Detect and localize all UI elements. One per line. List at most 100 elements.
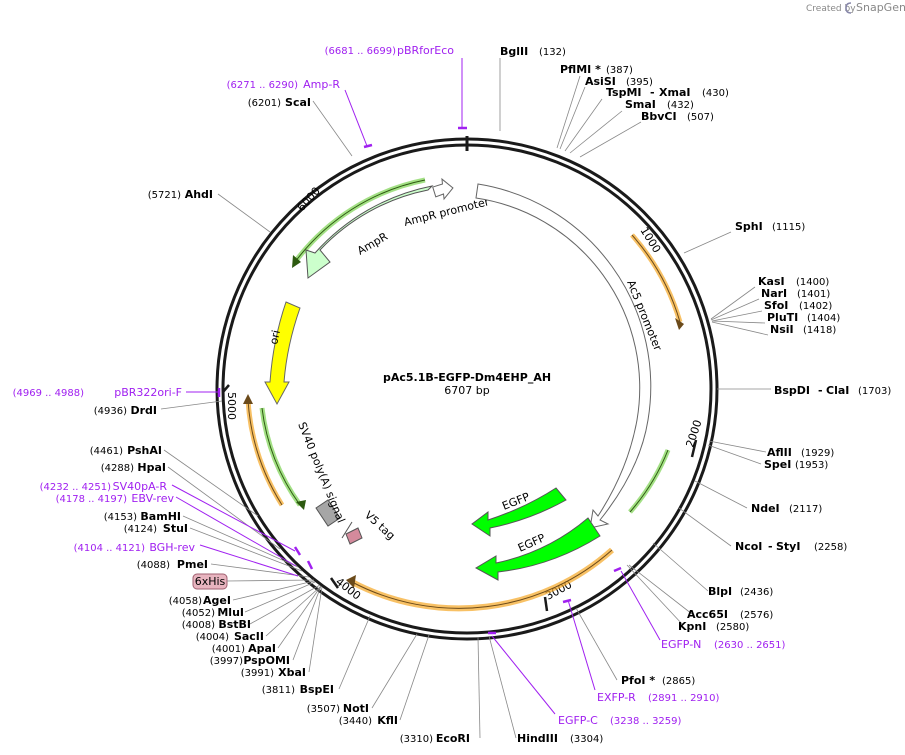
site-asisi[interactable]: AsiSI [585, 75, 616, 88]
site-ndei[interactable]: NdeI [751, 502, 780, 515]
snapgene-logo-icon [845, 2, 852, 14]
site-kasi-pos: (1400) [796, 277, 829, 288]
his-tag-badge[interactable]: 6xHis [192, 573, 228, 590]
site-asisi-pos: (395) [626, 77, 653, 88]
site-xmai[interactable]: XmaI [659, 86, 690, 99]
site-hindiii-pos: (3304) [570, 734, 603, 745]
site-sphi-pos: (1115) [772, 222, 805, 233]
tick-4000 [329, 577, 340, 589]
site-spei[interactable]: SpeI [764, 458, 791, 471]
feature-egfp-2[interactable] [474, 517, 601, 581]
site-pshai-pos: (4461) [90, 446, 123, 457]
site-bbvci[interactable]: BbvCI [641, 110, 677, 123]
site-agei[interactable]: AgeI [203, 594, 231, 607]
primer-egfpc-pos: (3238 .. 3259) [610, 716, 682, 727]
site-pmei[interactable]: PmeI [177, 558, 208, 571]
site-blpi[interactable]: BlpI [708, 585, 732, 598]
site-kfli[interactable]: KflI [377, 714, 398, 727]
feature-ori[interactable] [264, 301, 301, 406]
feature-v5-tag[interactable] [341, 521, 363, 545]
site-bamhi[interactable]: BamHI [140, 510, 181, 523]
site-xmai-dash: - [650, 86, 655, 99]
primer-bgh[interactable]: BGH-rev [149, 541, 195, 554]
orf-arc-left-green-arrow [296, 500, 306, 510]
primer-ampr[interactable]: Amp-R [303, 78, 340, 91]
site-scai[interactable]: ScaI [285, 96, 311, 109]
orf-arc-bottom [350, 547, 614, 612]
site-ahdi[interactable]: AhdI [185, 188, 213, 201]
site-hpai[interactable]: HpaI [137, 461, 166, 474]
site-agei-pos: (4058) [169, 596, 202, 607]
site-noti[interactable]: NotI [343, 702, 369, 715]
primer-egfpn[interactable]: EGFP-N [661, 638, 701, 651]
credit-text: Created by [806, 4, 856, 14]
site-tspmi-pos: (430) [702, 88, 729, 99]
site-sphi[interactable]: SphI [735, 220, 763, 233]
site-acc65i-pos: (2576) [740, 610, 773, 621]
orf-arcs [243, 177, 684, 612]
site-bstbi[interactable]: BstBI [218, 618, 251, 631]
site-clai-dash: - [818, 384, 823, 397]
primer-ebv[interactable]: EBV-rev [131, 492, 174, 505]
primer-pbr322[interactable]: pBR322ori-F [114, 386, 182, 399]
site-aflii[interactable]: AflII [767, 446, 792, 459]
site-styi[interactable]: StyI [776, 540, 800, 553]
site-bglii[interactable]: BglII [500, 45, 528, 58]
feature-sv40-polya[interactable] [315, 499, 341, 527]
site-kasi[interactable]: KasI [758, 275, 785, 288]
site-ncoi[interactable]: NcoI [735, 540, 762, 553]
site-xbai[interactable]: XbaI [278, 666, 306, 679]
site-smai[interactable]: SmaI [625, 98, 656, 111]
site-scai-pos: (6201) [248, 98, 281, 109]
primer-pbrforeco[interactable]: pBRforEco [397, 44, 454, 57]
site-apai[interactable]: ApaI [248, 642, 276, 655]
site-ncoi-pos: (2258) [814, 542, 847, 553]
feature-ampr[interactable] [305, 185, 434, 279]
site-pflmi[interactable]: PflMI * [560, 63, 601, 76]
site-clai[interactable]: ClaI [826, 384, 849, 397]
site-bspdi[interactable]: BspDI [774, 384, 810, 397]
primer-sv40pa[interactable]: SV40pA-R [113, 480, 168, 493]
site-pshai[interactable]: PshAI [127, 444, 162, 457]
feature-ac5-promoter[interactable] [475, 183, 652, 529]
primer-pbrforeco-pos: (6681 .. 6699) [325, 46, 397, 57]
primer-exfpr[interactable]: EXFP-R [597, 691, 636, 704]
tick-5000 [222, 384, 230, 393]
site-stui[interactable]: StuI [163, 522, 188, 535]
site-drdi[interactable]: DrdI [130, 404, 157, 417]
site-bglii-pos: (132) [539, 47, 566, 58]
site-sfoi[interactable]: SfoI [764, 299, 788, 312]
site-tspmi[interactable]: TspMI [606, 86, 642, 99]
site-nari[interactable]: NarI [761, 287, 787, 300]
site-pspomi[interactable]: PspOMI [243, 654, 290, 667]
feature-label-ampr: AmpR [355, 230, 390, 258]
site-sacii[interactable]: SacII [234, 630, 264, 643]
tick-2000 [690, 439, 698, 458]
site-spei-pos: (1953) [795, 460, 828, 471]
orf-arc-ampr-line [294, 179, 426, 263]
site-ecori[interactable]: EcoRI [436, 732, 470, 745]
site-hindiii[interactable]: HindIII [517, 732, 558, 745]
orf-arc-left-orange-line [247, 399, 283, 506]
site-kpni[interactable]: KpnI [678, 620, 706, 633]
feature-ampr-promoter[interactable] [432, 177, 454, 201]
feature-label-ori: ori [267, 329, 283, 346]
enzyme-connectors [160, 58, 771, 739]
orf-arc-bottom-arrow [346, 575, 356, 588]
orf-arc-green-1-line [629, 449, 669, 513]
feature-egfp-1[interactable] [471, 487, 567, 537]
site-nsii[interactable]: NsiI [770, 323, 794, 336]
site-pfoi-pos: (2865) [662, 676, 695, 687]
site-pluti[interactable]: PluTI [767, 311, 798, 324]
primer-egfpc[interactable]: EGFP-C [558, 714, 598, 727]
site-pfoi[interactable]: PfoI * [621, 674, 655, 687]
site-bspei-pos: (3811) [262, 685, 295, 696]
tick-3000 [543, 596, 549, 612]
site-mlui[interactable]: MluI [217, 606, 244, 619]
site-nari-pos: (1401) [797, 289, 830, 300]
his-tag-label: 6xHis [195, 575, 226, 588]
site-bspei[interactable]: BspEI [300, 683, 334, 696]
orf-arc-left-orange-arrow [243, 394, 253, 404]
site-bspdi-pos: (1703) [858, 386, 891, 397]
site-acc65i[interactable]: Acc65I [687, 608, 728, 621]
